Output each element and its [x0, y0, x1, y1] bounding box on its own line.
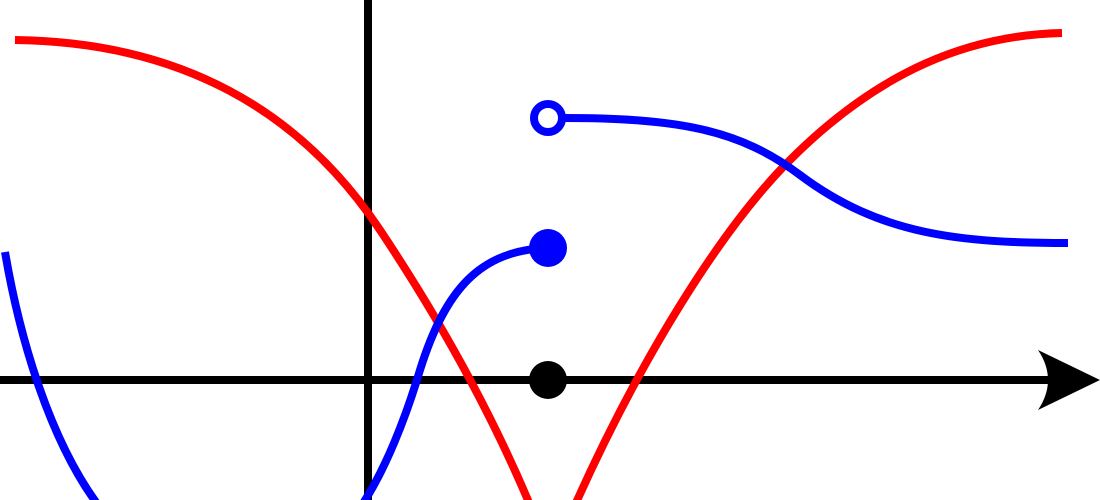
open-dot-blue [530, 100, 566, 136]
blue-curve-left [1, 244, 549, 500]
closed-dot-blue [529, 229, 567, 267]
closed-dot-black-on-axis [529, 361, 567, 399]
x-axis-arrowhead-icon [1038, 350, 1100, 410]
blue-curve-right [562, 114, 1069, 247]
